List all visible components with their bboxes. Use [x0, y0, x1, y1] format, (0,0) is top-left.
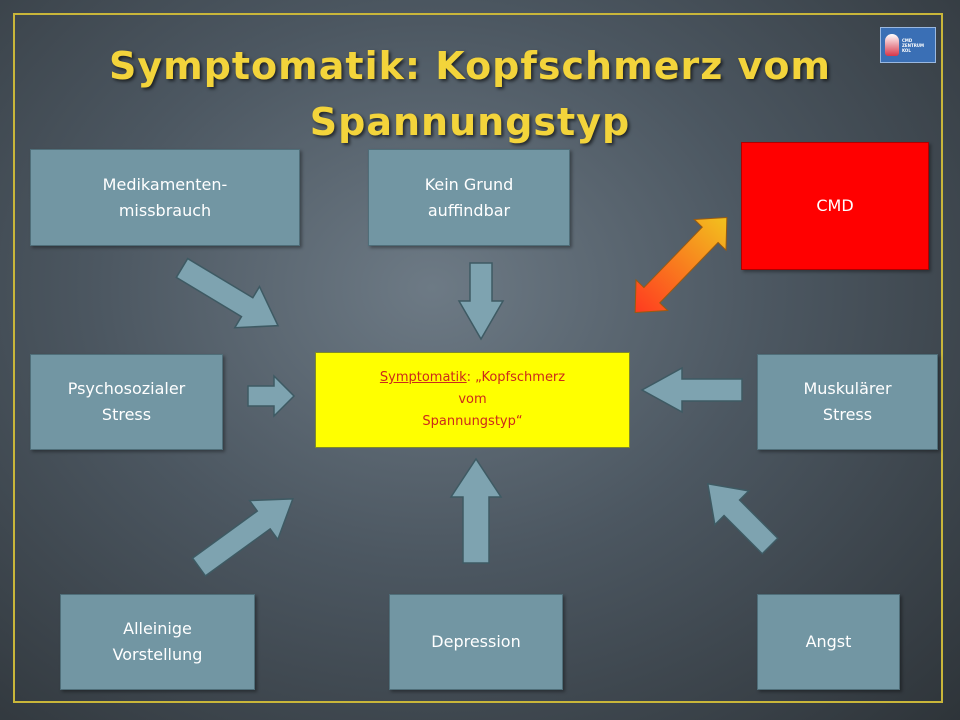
arrow-angst-to-center: [706, 482, 779, 555]
center-line-3: Spannungstyp“: [422, 414, 523, 429]
box-medikamentenmissbrauch: Medikamenten- missbrauch: [30, 149, 300, 246]
arrow-depression-to-center: [449, 457, 503, 564]
slide-title: Symptomatik: Kopfschmerz vom Spannungsty…: [108, 44, 832, 144]
box-depression: Depression: [389, 594, 563, 690]
logo-text: CMD ZENTRUM KOL: [902, 37, 925, 53]
arrow-kein-grund-to-center: [457, 262, 505, 341]
box-psychosozialer-stress: Psychosozialer Stress: [30, 354, 223, 450]
double-arrow-cmd: [634, 216, 728, 314]
box-alleinige-vorstellung: Alleinige Vorstellung: [60, 594, 255, 690]
box-cmd: CMD: [741, 142, 929, 270]
center-line-1: Symptomatik: „Kopfschmerz: [380, 367, 565, 389]
center-line-2: vom: [458, 392, 487, 407]
center-underlined-word: Symptomatik: [379, 370, 467, 385]
arrow-muskulaer-to-center: [640, 366, 743, 414]
box-angst: Angst: [757, 594, 900, 690]
arrow-medikamenten-to-center: [175, 257, 280, 329]
logo-icon: [885, 34, 899, 56]
box-muskulaerer-stress: Muskulärer Stress: [757, 354, 938, 450]
center-symptom-box: Symptomatik: „Kopfschmerz vom Spannungst…: [315, 352, 630, 448]
logo: CMD ZENTRUM KOL: [880, 27, 936, 63]
arrow-psychosozial-to-center: [247, 374, 296, 418]
center-line-1-rest: : „Kopfschmerz: [466, 370, 566, 385]
arrow-alleinige-to-center: [191, 498, 294, 577]
box-kein-grund: Kein Grund auffindbar: [368, 149, 570, 246]
slide-frame: [13, 13, 943, 703]
